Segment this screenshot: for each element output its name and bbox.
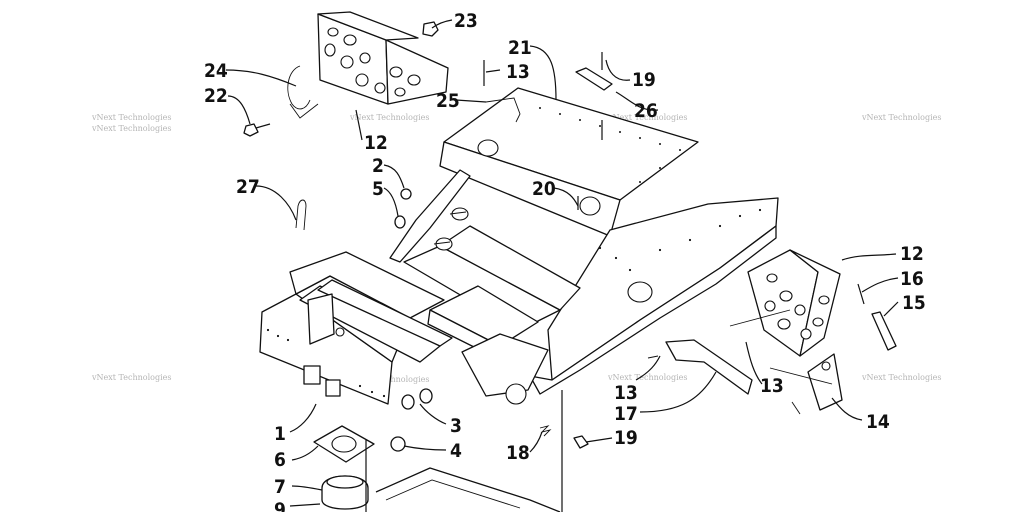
plate-6 bbox=[313, 425, 375, 463]
watermark: vNext Technologies bbox=[861, 113, 941, 122]
u-bolt-27 bbox=[295, 199, 307, 231]
callout-13: 13 bbox=[614, 382, 638, 404]
mounting-bracket-upper bbox=[317, 11, 449, 105]
callout-23: 23 bbox=[454, 10, 478, 32]
callout-14: 14 bbox=[866, 411, 890, 433]
callout-19: 19 bbox=[614, 427, 638, 449]
strap-26 bbox=[575, 67, 613, 91]
callout-25: 25 bbox=[436, 90, 460, 112]
callout-12: 12 bbox=[364, 132, 388, 154]
chassis-frame bbox=[259, 169, 779, 405]
bracket-17 bbox=[665, 339, 753, 395]
lower-pan bbox=[375, 467, 561, 512]
callout-13: 13 bbox=[506, 61, 530, 83]
callout-24: 24 bbox=[204, 60, 228, 82]
watermark: vNext Technologies bbox=[607, 113, 687, 122]
callout-2: 2 bbox=[372, 155, 384, 177]
watermark: vNext Technologies bbox=[349, 113, 429, 122]
leader-lines bbox=[225, 19, 899, 512]
pin-16 bbox=[857, 283, 865, 305]
callout-20: 20 bbox=[532, 178, 556, 200]
watermark: vNext Technologies bbox=[91, 124, 171, 133]
watermark: vNext Technologies bbox=[861, 373, 941, 382]
u-bolt-24 bbox=[287, 65, 319, 119]
callout-5: 5 bbox=[372, 178, 384, 200]
callout-15: 15 bbox=[902, 292, 926, 314]
callout-18: 18 bbox=[506, 442, 530, 464]
callout-4: 4 bbox=[450, 440, 462, 462]
callout-labels: 23 21 13 19 24 22 25 26 12 2 5 20 27 12 … bbox=[204, 10, 926, 512]
callout-6: 6 bbox=[274, 449, 286, 471]
callout-19: 19 bbox=[632, 69, 656, 91]
callout-21: 21 bbox=[508, 37, 532, 59]
watermark: vNext Technologies bbox=[607, 373, 687, 382]
callout-7: 7 bbox=[274, 476, 286, 498]
callout-16: 16 bbox=[900, 268, 924, 290]
callout-9: 9 bbox=[274, 499, 286, 512]
bushings bbox=[390, 188, 433, 452]
callout-26: 26 bbox=[634, 100, 658, 122]
callout-12: 12 bbox=[900, 243, 924, 265]
bolt-22 bbox=[243, 123, 271, 137]
callout-27: 27 bbox=[236, 176, 260, 198]
cover-plate bbox=[439, 87, 699, 237]
callout-3: 3 bbox=[450, 415, 462, 437]
pins-top bbox=[483, 52, 603, 210]
callout-22: 22 bbox=[204, 85, 228, 107]
pin-19-lower bbox=[573, 435, 589, 449]
plate-15 bbox=[871, 311, 897, 351]
nut-23 bbox=[422, 21, 439, 37]
callout-1: 1 bbox=[274, 423, 286, 445]
mounting-bracket-right bbox=[747, 249, 841, 357]
callout-13: 13 bbox=[760, 375, 784, 397]
watermark: vNext Technologies bbox=[91, 113, 171, 122]
watermark: vNext Technologies bbox=[91, 373, 171, 382]
boot-7 bbox=[321, 475, 369, 510]
clip-25 bbox=[485, 97, 521, 123]
callout-17: 17 bbox=[614, 403, 638, 425]
